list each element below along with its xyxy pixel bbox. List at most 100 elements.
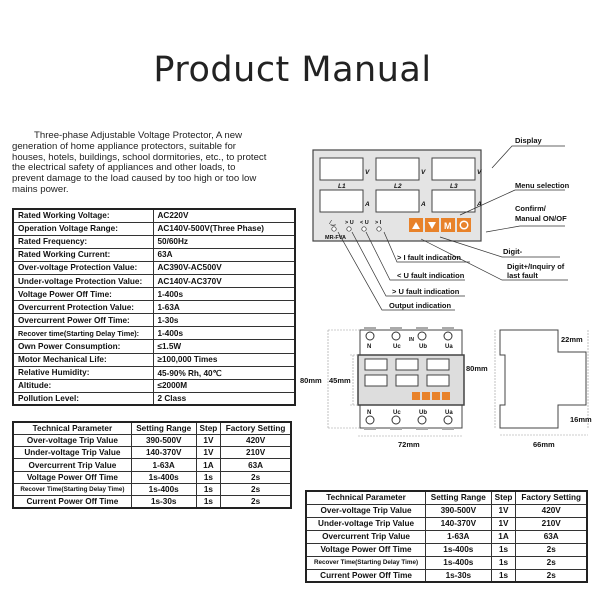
dim-80mm: 80mm xyxy=(300,376,322,385)
mini-button xyxy=(442,392,450,400)
unit-a: A xyxy=(420,201,426,208)
terminal-label: Ua xyxy=(445,344,453,350)
terminal-label: N xyxy=(367,344,371,350)
triangle-up-icon xyxy=(412,222,420,229)
indicator-label: < U xyxy=(360,220,369,226)
current-display xyxy=(319,189,364,213)
voltage-display xyxy=(375,157,420,181)
intro-line: prevent damage to the load caused by too… xyxy=(12,173,257,185)
dimension-drawing: 80mm 45mm 72mm 80mm 22mm 16mm 66mm IN N N… xyxy=(300,327,592,449)
terminal-label: Uc xyxy=(393,344,401,350)
intro-paragraph: Three-phase Adjustable Voltage Protector… xyxy=(12,130,304,196)
phase-label: L2 xyxy=(394,183,402,190)
dim-16mm: 16mm xyxy=(570,415,592,424)
unit-a: A xyxy=(476,201,482,208)
table-cell: 1s-30s xyxy=(130,495,197,509)
unit-a: A xyxy=(364,201,370,208)
terminal-label: N xyxy=(367,410,371,416)
terminal-label: Ub xyxy=(419,344,427,350)
intro-line: mains power. xyxy=(12,183,69,195)
table-cell: Current Power Off Time xyxy=(305,568,427,583)
panel-diagram: V A L1 V A L2 V A L3 M ⁄‿ > U < U > I MR-FVA Display… xyxy=(312,136,570,311)
indicator-caption: MR-FVA xyxy=(325,235,346,241)
m-label: M xyxy=(444,221,452,231)
intro-line: generation of home appliance protectors,… xyxy=(12,140,236,152)
spec-value: 2 Class xyxy=(152,391,296,406)
intro-line: Three-phase Adjustable Voltage Protector… xyxy=(34,130,243,141)
label-digit-plus-2: last fault xyxy=(507,271,538,280)
label-u-high-fault: > U fault indication xyxy=(392,287,460,296)
current-display xyxy=(375,189,420,213)
spec-row: Under-voltage Protection Value:AC140V-AC… xyxy=(12,273,296,289)
table-cell: 2s xyxy=(220,495,292,509)
table-cell: 2s xyxy=(515,568,588,583)
menu-button[interactable]: M xyxy=(441,218,455,232)
unit-v: V xyxy=(477,169,482,176)
terminal-screw-icon xyxy=(391,415,401,425)
terminal-screw-icon xyxy=(443,331,453,341)
power-icon xyxy=(459,220,469,230)
dim-72mm: 72mm xyxy=(398,440,420,449)
dim-side-80mm: 80mm xyxy=(466,364,488,373)
terminal-screw-icon xyxy=(365,331,375,341)
label-u-low-fault: < U fault indication xyxy=(397,271,465,280)
label-output: Output indication xyxy=(389,301,451,310)
label-display: Display xyxy=(515,136,543,145)
intro-line: the electrical safety of appliances and … xyxy=(12,162,236,174)
indicator-led xyxy=(361,226,367,232)
dim-66mm: 66mm xyxy=(533,440,555,449)
terminal-screw-icon xyxy=(365,415,375,425)
label-confirm-2: Manual ON/OF xyxy=(515,214,567,223)
terminal-label: Uc xyxy=(393,410,401,416)
dim-22mm: 22mm xyxy=(561,335,583,344)
indicator-led xyxy=(346,226,352,232)
current-display xyxy=(431,189,476,213)
label-i-fault: > I fault indication xyxy=(397,253,461,262)
terminal-screw-icon xyxy=(391,331,401,341)
spec-row: Rated Frequency:50/60Hz xyxy=(12,234,296,249)
table-row: Recover Time(Starting Delay Time)1s-400s… xyxy=(12,482,292,497)
unit-v: V xyxy=(365,169,370,176)
label-digit-minus: Digit- xyxy=(503,247,523,256)
in-label: IN xyxy=(409,337,414,343)
table-cell: Current Power Off Time xyxy=(12,495,132,509)
terminal-screw-icon xyxy=(417,331,427,341)
up-button[interactable] xyxy=(409,218,423,232)
spec-row: Overcurrent Protection Value:1-63A xyxy=(12,300,296,315)
voltage-display xyxy=(431,157,476,181)
intro-line: houses, hotels, buildings, school dormit… xyxy=(12,151,267,163)
label-digit-plus: Digit+/Inquiry of xyxy=(507,262,565,271)
indicator-label: > U xyxy=(345,220,354,226)
terminal-label: Ua xyxy=(445,410,453,416)
mini-button xyxy=(422,392,430,400)
indicator-label: ⁄‿ xyxy=(328,220,337,227)
terminal-screw-icon xyxy=(417,415,427,425)
spec-row: Pollution Level:2 Class xyxy=(12,391,296,406)
terminal-label: Ub xyxy=(419,410,427,416)
dim-45mm: 45mm xyxy=(329,376,351,385)
unit-v: V xyxy=(421,169,426,176)
spec-row: Over-voltage Protection Value:AC390V-AC5… xyxy=(12,260,296,275)
phase-label: L3 xyxy=(450,183,458,190)
spec-row: Recover time(Starting Delay Time):1-400s xyxy=(12,326,296,341)
phase-label: L1 xyxy=(338,183,346,190)
indicator-led xyxy=(376,226,382,232)
power-button[interactable] xyxy=(457,218,471,232)
mini-button xyxy=(412,392,420,400)
label-confirm: Confirm/ xyxy=(515,204,547,213)
down-button[interactable] xyxy=(425,218,439,232)
indicator-label: > I xyxy=(375,220,382,226)
spec-row: Altitude:≤2000M xyxy=(12,378,296,393)
triangle-down-icon xyxy=(428,222,436,229)
label-menu-selection: Menu selection xyxy=(515,181,570,190)
voltage-display xyxy=(319,157,364,181)
